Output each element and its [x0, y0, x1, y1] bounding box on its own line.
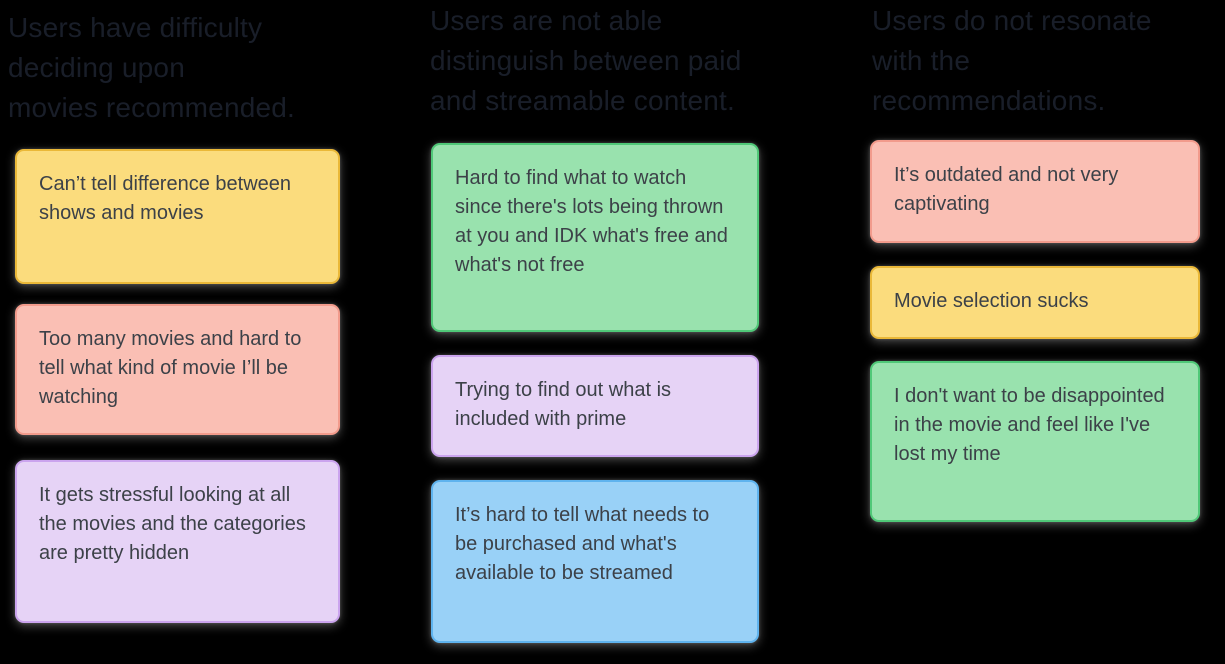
sticky-note-text: I don't want to be disappointed in the m… [894, 385, 1165, 465]
sticky-note[interactable]: Hard to find what to watch since there's… [431, 143, 759, 332]
group-heading: Users have difficulty deciding upon movi… [8, 12, 296, 123]
sticky-note[interactable]: I don't want to be disappointed in the m… [870, 361, 1200, 522]
sticky-note-text: Too many movies and hard to tell what ki… [39, 328, 302, 408]
sticky-note-text: Hard to find what to watch since there's… [455, 167, 728, 276]
sticky-note-text: It gets stressful looking at all the mov… [39, 484, 306, 564]
group-heading: Users do not resonate with the recommend… [872, 5, 1152, 116]
sticky-note[interactable]: Movie selection sucks [870, 266, 1200, 339]
group-heading: Users are not able distinguish between p… [430, 5, 742, 116]
sticky-note-text: Movie selection sucks [894, 290, 1089, 312]
sticky-note-text: It’s hard to tell what needs to be purch… [455, 504, 710, 584]
sticky-note[interactable]: It’s outdated and not very captivating [870, 140, 1200, 243]
sticky-note[interactable]: It gets stressful looking at all the mov… [15, 460, 340, 623]
sticky-note[interactable]: Too many movies and hard to tell what ki… [15, 304, 340, 435]
sticky-note-text: It’s outdated and not very captivating [894, 164, 1119, 215]
sticky-note[interactable]: Can’t tell difference between shows and … [15, 149, 340, 284]
sticky-note-text: Trying to find out what is included with… [455, 379, 672, 430]
sticky-note[interactable]: It’s hard to tell what needs to be purch… [431, 480, 759, 643]
sticky-note[interactable]: Trying to find out what is included with… [431, 355, 759, 457]
sticky-note-text: Can’t tell difference between shows and … [39, 173, 292, 224]
